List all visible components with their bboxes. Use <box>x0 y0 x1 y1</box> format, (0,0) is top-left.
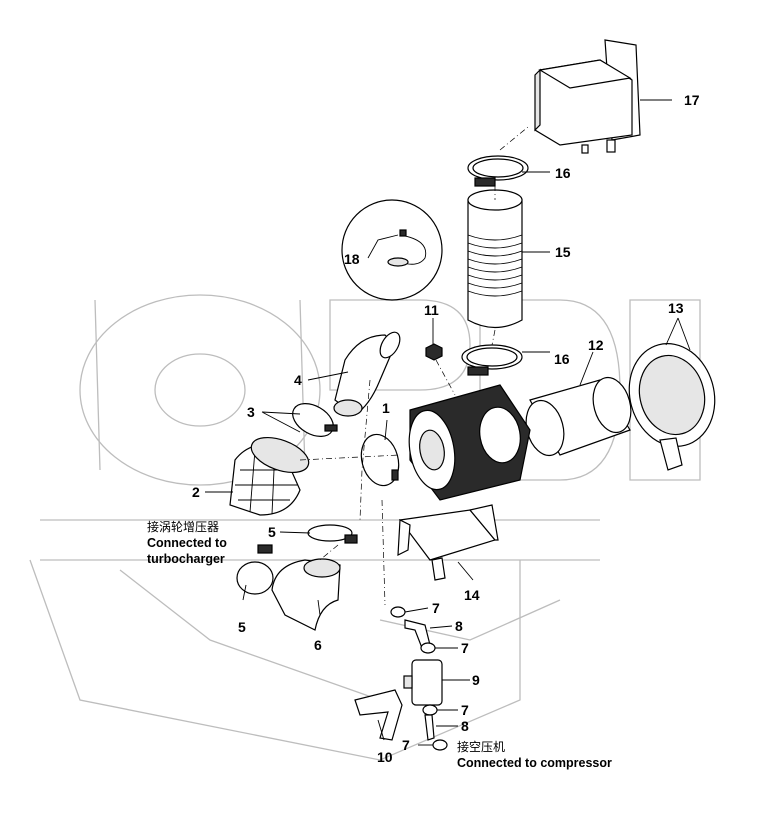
part-3-clamp <box>292 403 338 437</box>
part-9-filter-canister <box>403 659 443 706</box>
callout-5-upper: 5 <box>268 524 276 540</box>
part-4-outlet-elbow <box>333 331 401 417</box>
part-1-clamp <box>360 433 400 487</box>
callout-11: 11 <box>424 302 439 318</box>
note-turbo-en-1: Connected to <box>147 536 227 550</box>
assembly-center-lines <box>299 126 529 606</box>
part-16-lower-clamp <box>461 344 523 376</box>
callout-10: 10 <box>377 749 393 765</box>
part-7-ring-d <box>432 739 448 751</box>
part-14-bracket <box>397 504 499 581</box>
callout-1: 1 <box>382 400 390 416</box>
part-7-ring-a <box>390 606 406 618</box>
callout-9: 9 <box>472 672 480 688</box>
callout-15: 15 <box>555 244 571 260</box>
watermark-logo <box>29 294 701 761</box>
callout-6: 6 <box>314 637 322 653</box>
part-5-clamp-lower <box>236 544 274 595</box>
part-8-hose-b <box>424 714 435 741</box>
callout-4: 4 <box>294 372 302 388</box>
part-5-clamp-upper <box>307 524 358 544</box>
part-15-bellows-hose <box>467 189 523 329</box>
part-17-intake-housing <box>534 39 641 154</box>
callout-13: 13 <box>668 300 684 316</box>
callout-7-b: 7 <box>461 640 469 656</box>
callout-8-a: 8 <box>455 618 463 634</box>
part-18-sensor-detail <box>341 199 443 301</box>
note-turbo-en-2: turbocharger <box>147 552 225 566</box>
note-compressor-cn: 接空压机 <box>457 739 505 754</box>
part-air-filter-housing <box>408 384 531 501</box>
callout-2: 2 <box>192 484 200 500</box>
callout-14: 14 <box>464 587 480 603</box>
callout-5-lower: 5 <box>238 619 246 635</box>
part-12-filter-element <box>525 376 632 457</box>
callout-leaders <box>205 99 691 746</box>
callout-7-a: 7 <box>432 600 440 616</box>
note-turbo-cn: 接涡轮增压器 <box>147 519 219 534</box>
callout-3: 3 <box>247 404 255 420</box>
callout-8-b: 8 <box>461 718 469 734</box>
part-11-nut <box>425 343 443 361</box>
part-2-intake-tube <box>229 436 310 516</box>
callout-16-upper: 16 <box>555 165 571 181</box>
callout-17: 17 <box>684 92 700 108</box>
callout-12: 12 <box>588 337 604 353</box>
callout-7-c: 7 <box>461 702 469 718</box>
part-13-end-cap <box>628 343 716 471</box>
part-10-bracket <box>354 689 403 741</box>
note-compressor-en: Connected to compressor <box>457 756 612 770</box>
callout-18: 18 <box>344 251 360 267</box>
part-7-ring-b <box>420 642 436 654</box>
part-7-ring-c <box>422 704 438 716</box>
callout-7-d: 7 <box>402 737 410 753</box>
callout-16-lower: 16 <box>554 351 570 367</box>
part-6-elbow-hose <box>271 558 341 631</box>
part-16-upper-clamp <box>467 155 529 187</box>
